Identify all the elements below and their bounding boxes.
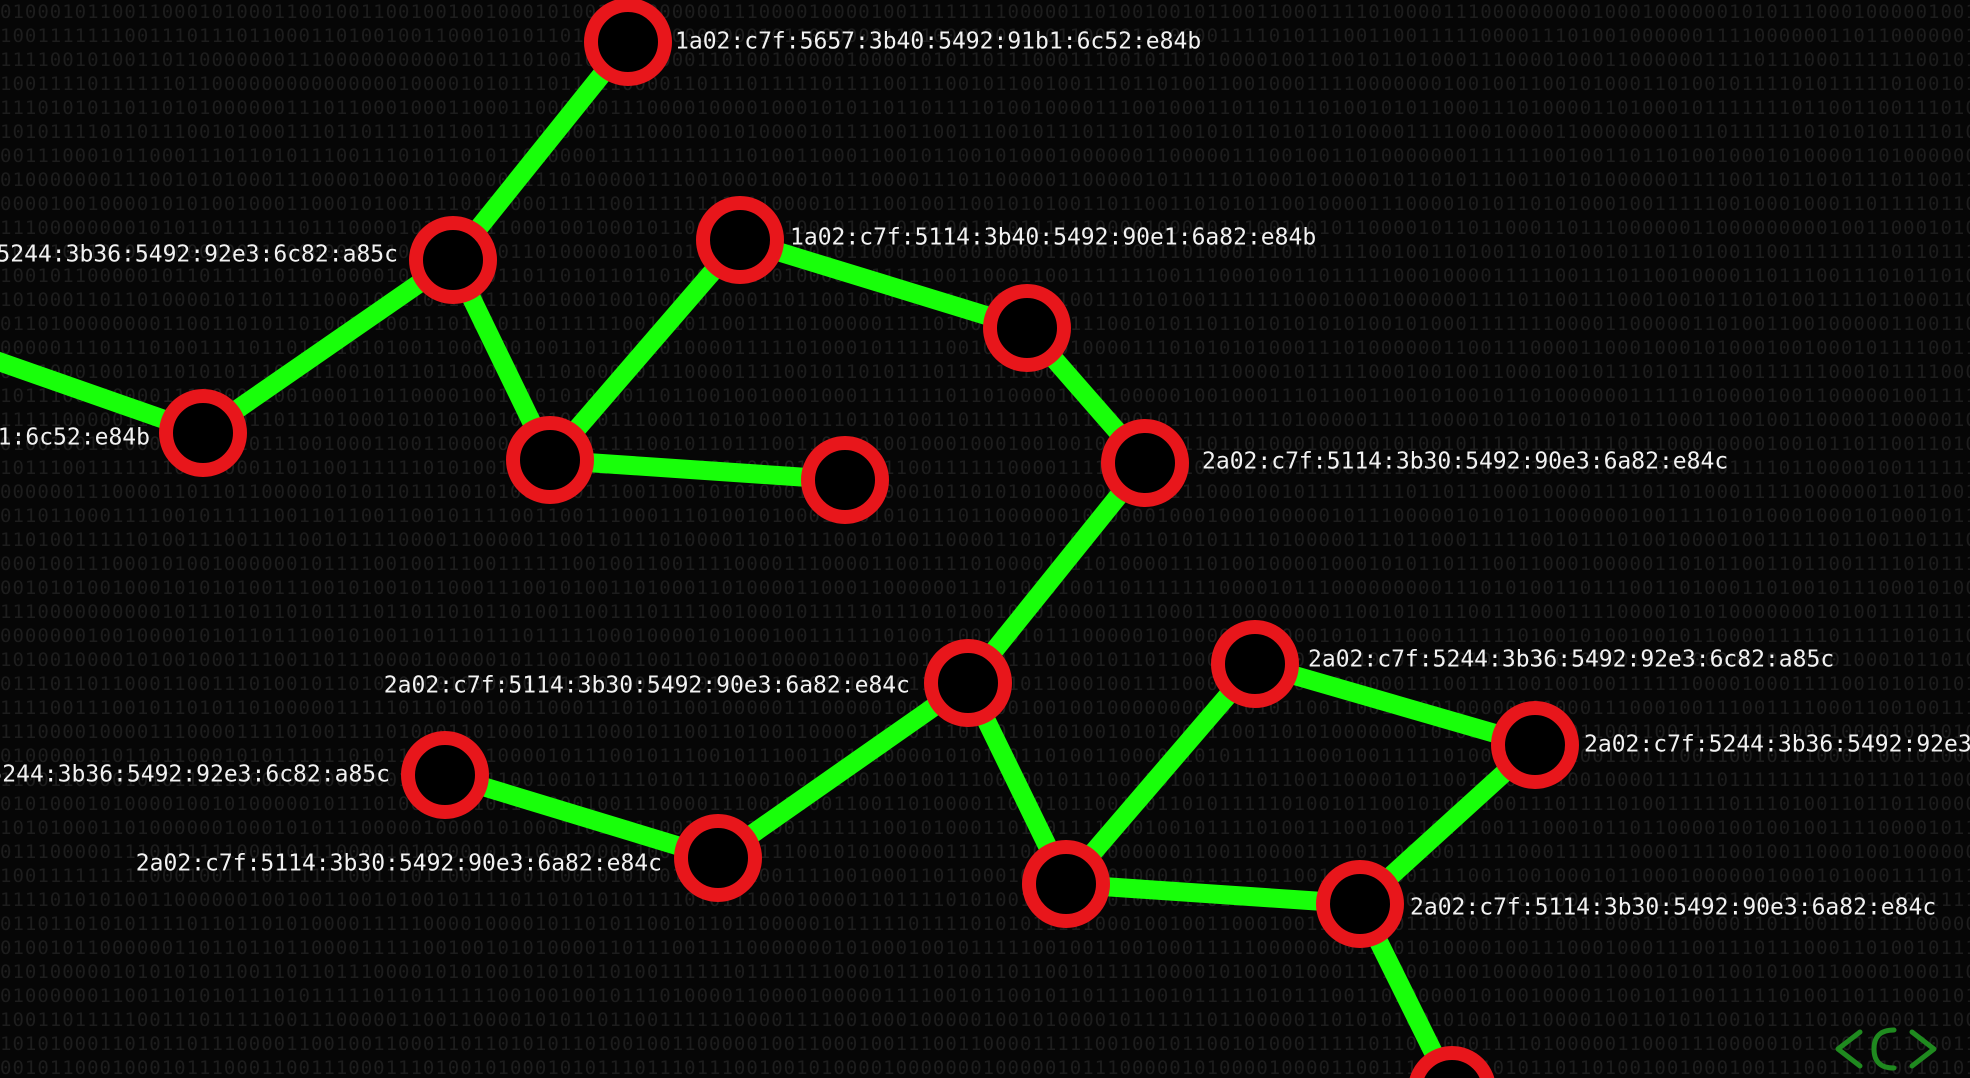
network-node-n4 [506, 416, 594, 504]
edges-layer [0, 36, 1542, 1078]
network-node-n12 [1022, 840, 1110, 928]
edge-n8-n9 [960, 457, 1153, 689]
network-node-n9 [924, 639, 1012, 727]
edge-n5-n7 [737, 230, 1030, 338]
network-node-n8 [1101, 419, 1189, 507]
edge-n11-n10 [442, 765, 721, 868]
edge-n3-n2 [197, 252, 459, 441]
network-node-offscreen [1409, 1046, 1495, 1078]
edge-n13-n14 [1252, 654, 1538, 755]
node-address-label: 2a02:c7f:5114:3b30:5492:90e3:6a82:e84c [384, 673, 910, 699]
edge-n4-n6 [549, 450, 846, 490]
edge-n4-n5 [542, 233, 748, 467]
node-address-label: 2a02:c7f:5244:3b36:5492:92e3:6c82:a85c [0, 242, 398, 268]
node-address-label: 2a02:c7f:5114:3b30:5492:90e3:6a82:e84c [1410, 895, 1936, 921]
node-address-label: 1a02:c7f:5657:3b40:5492:91b1:6c52:e84b [675, 29, 1201, 55]
node-address-label: 2a02:c7f:5114:3b30:5492:90e3:6a82:e84c [136, 851, 662, 877]
network-node-n7 [983, 284, 1071, 372]
network-node-n15 [1316, 860, 1404, 948]
network-node-n6 [801, 436, 889, 524]
node-address-label: 2a02:c7f:5244:3b36:5492:92e3:6c82:a85c [0, 762, 390, 788]
edge-n9-n11 [712, 675, 974, 866]
node-address-label: 1a02:c7f:5114:3b40:5492:90e1:6a82:e84b [790, 225, 1316, 251]
network-node-n11 [674, 814, 762, 902]
network-node-n14 [1491, 701, 1579, 789]
network-node-n1 [584, 0, 672, 86]
node-address-label: 1a02:c7f:5657:3b40:5492:91b1:6c52:e84b [0, 425, 150, 451]
edge-n12-n13 [1058, 657, 1263, 891]
network-node-n2 [409, 216, 497, 304]
edge-n12-n15 [1065, 874, 1361, 914]
node-address-label: 2a02:c7f:5244:3b36:5492:92e3 [1584, 732, 1970, 758]
network-node-n10 [401, 731, 489, 819]
network-node-n3 [159, 389, 247, 477]
edge-n2-n1 [445, 36, 636, 266]
code-brackets-logo-icon [1835, 1027, 1937, 1071]
network-node-n13 [1211, 620, 1299, 708]
labels-layer: 1a02:c7f:5657:3b40:5492:91b1:6c52:e84b 2a… [0, 29, 1970, 921]
network-node-n5 [696, 196, 784, 284]
node-address-label: 2a02:c7f:5114:3b30:5492:90e3:6a82:e84c [1202, 449, 1728, 475]
nodes-layer [159, 0, 1579, 1078]
node-address-label: 2a02:c7f:5244:3b36:5492:92e3:6c82:a85c [1308, 647, 1834, 673]
